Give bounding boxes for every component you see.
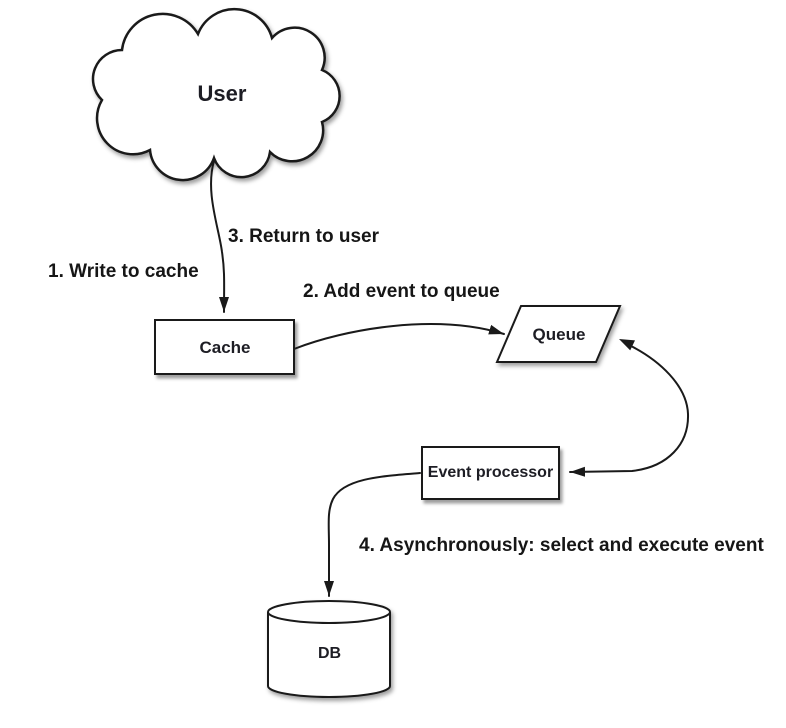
user-cloud-shape bbox=[91, 7, 341, 182]
cache-node-label: Cache bbox=[199, 338, 251, 357]
event-processor-node bbox=[421, 446, 560, 500]
user-node-label: User bbox=[197, 81, 247, 106]
edge-queue-event-processor bbox=[569, 339, 690, 477]
db-cylinder-shape bbox=[267, 600, 391, 698]
edge-user-to-cache bbox=[210, 160, 230, 313]
queue-shape bbox=[495, 305, 622, 363]
cylinder-top bbox=[267, 600, 391, 624]
queue-node-label: Queue bbox=[532, 325, 586, 344]
event-processor-node-label: Event processor bbox=[427, 464, 554, 481]
cloud-icon bbox=[91, 7, 341, 182]
annotation-step-4: 4. Asynchronously: select and execute ev… bbox=[359, 535, 764, 556]
cache-node bbox=[154, 319, 295, 375]
annotation-step-1: 1. Write to cache bbox=[48, 261, 199, 282]
edge-event-processor-to-db bbox=[324, 472, 421, 597]
edge-queue-event-processor-line bbox=[569, 343, 690, 477]
parallelogram-icon bbox=[495, 305, 622, 363]
edge-cache-to-queue bbox=[293, 323, 505, 350]
cylinder-body bbox=[267, 612, 391, 698]
arrowhead-icon bbox=[619, 339, 635, 351]
annotation-step-3: 3. Return to user bbox=[228, 226, 379, 247]
db-node-label: DB bbox=[317, 645, 342, 662]
annotation-step-2: 2. Add event to queue bbox=[303, 281, 500, 302]
